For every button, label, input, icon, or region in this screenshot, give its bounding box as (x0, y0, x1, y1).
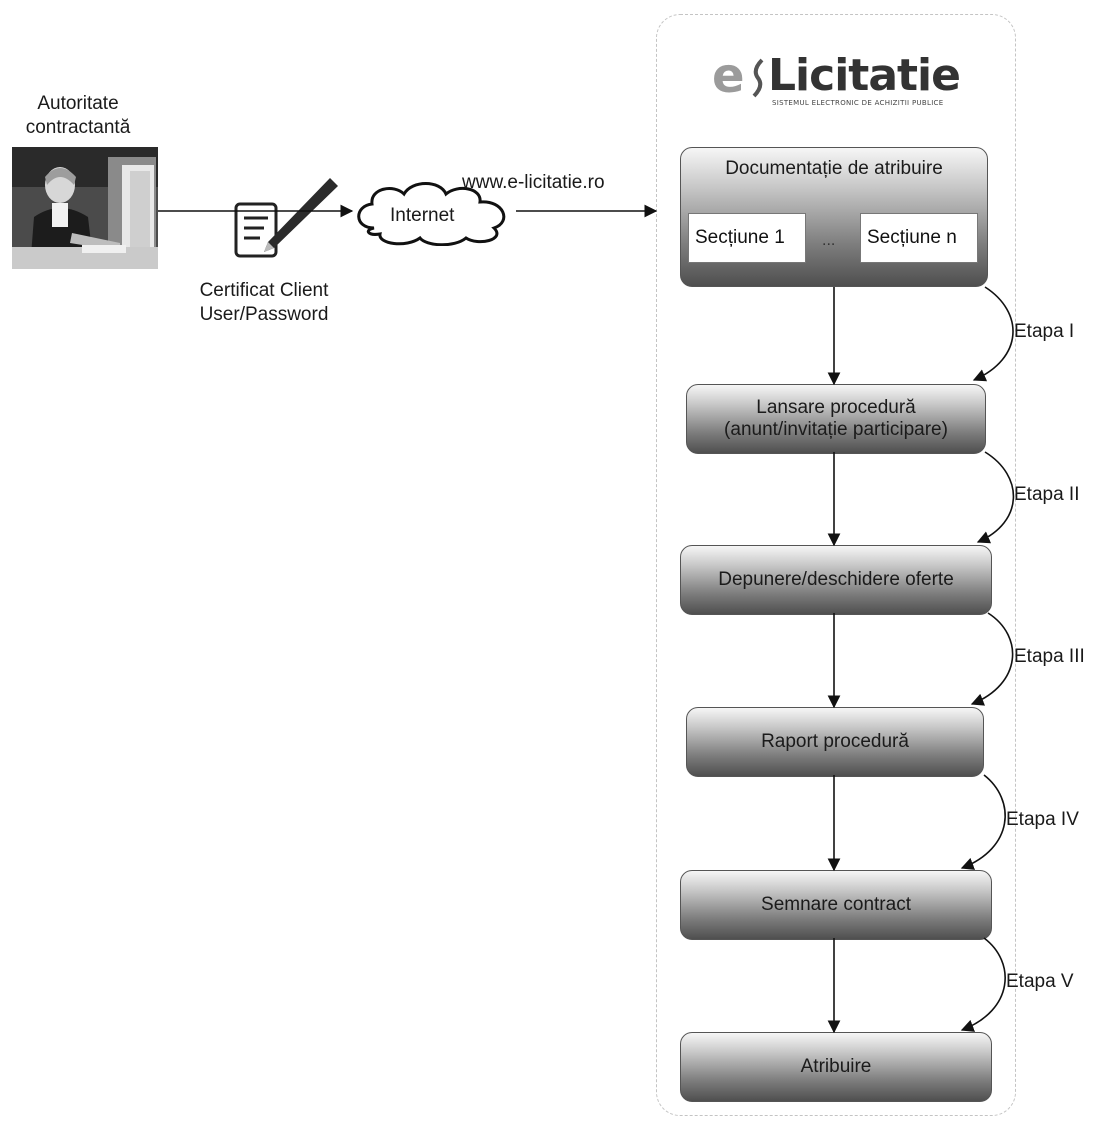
document-pen-icon (230, 176, 340, 266)
credentials-line2: User/Password (199, 304, 329, 325)
actor-label-line2: contractantă (25, 117, 131, 138)
etapa-curve-2 (976, 451, 1015, 544)
stage-box-2: Depunere/deschidere oferte (680, 545, 992, 615)
etapa-label-5: Etapa V (1006, 971, 1074, 992)
etapa-label-4: Etapa IV (1006, 809, 1079, 830)
logo-swoosh-icon (750, 58, 766, 98)
etapa-curve-3 (970, 612, 1014, 706)
etapa-label-2: Etapa II (1014, 484, 1080, 505)
stage-box-1: Lansare procedură (anunt/invitație parti… (686, 384, 986, 454)
credentials-line1: Certificat Client (199, 280, 329, 301)
stage-box-4: Semnare contract (680, 870, 992, 940)
logo-name: Licitatie (768, 50, 961, 101)
credentials-text: Certificat Client User/Password (164, 279, 364, 327)
stage-1-line1: Lansare procedură (756, 397, 916, 418)
actor-label-line1: Autoritate (37, 93, 119, 114)
etapa-curve-5 (960, 937, 1006, 1032)
etapa-curve-1 (972, 286, 1014, 382)
stage-5-label: Atribuire (800, 1056, 872, 1077)
cloud-icon (348, 180, 520, 247)
url-label: www.e-licitatie.ro (462, 172, 605, 193)
actor-label: Autoritate contractantă (8, 92, 148, 140)
section-first-box: Secțiune 1 (688, 213, 806, 263)
stage-2-label: Depunere/deschidere oferte (718, 569, 954, 590)
etapa-label-1: Etapa I (1014, 321, 1075, 342)
cloud-label: Internet (390, 205, 455, 226)
stage-box-3: Raport procedură (686, 707, 984, 777)
person-at-computer-photo (12, 147, 158, 269)
documentation-title: Documentație de atribuire (725, 158, 943, 179)
etapa-curve-4 (960, 774, 1006, 870)
logo-prefix: e (712, 48, 745, 104)
etapa-label-3: Etapa III (1014, 646, 1085, 667)
stage-4-label: Semnare contract (761, 894, 911, 915)
stage-1-line2: (anunt/invitație participare) (724, 419, 948, 440)
section-ellipsis: ... (822, 232, 836, 249)
section-last-box: Secțiune n (860, 213, 978, 263)
stage-3-label: Raport procedură (761, 731, 909, 752)
logo-tagline: SISTEMUL ELECTRONIC DE ACHIZITII PUBLICE (772, 99, 944, 107)
